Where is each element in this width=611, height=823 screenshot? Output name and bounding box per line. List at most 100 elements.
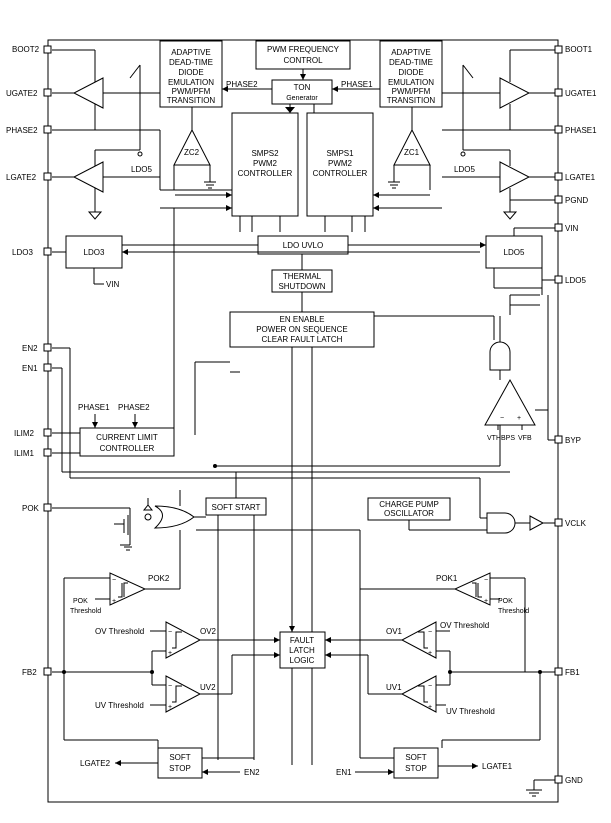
pin-label-boot2: BOOT2 bbox=[12, 45, 40, 54]
ldo5-label-left: LDO5 bbox=[131, 165, 152, 174]
pin-label-lgate2: LGATE2 bbox=[6, 173, 37, 182]
pok2-plus: + bbox=[112, 598, 116, 605]
adaptive-r-line6: TRANSITION bbox=[387, 96, 436, 105]
pin-lgate2 bbox=[43, 172, 52, 181]
soft-start-label: SOFT START bbox=[212, 503, 261, 512]
en-enable-line3: CLEAR FAULT LATCH bbox=[262, 335, 343, 344]
thermal-line1: THERMAL bbox=[283, 272, 322, 281]
phase2-input-label: PHASE2 bbox=[118, 403, 150, 412]
pin-label-ugate2: UGATE2 bbox=[6, 89, 38, 98]
pin-pok bbox=[43, 503, 52, 512]
smps1-line1: SMPS1 bbox=[326, 149, 354, 158]
adaptive-l-line6: TRANSITION bbox=[167, 96, 216, 105]
ov2-plus: + bbox=[168, 650, 172, 657]
smps2-line2: PWM2 bbox=[253, 159, 278, 168]
thermal-line2: SHUTDOWN bbox=[278, 282, 325, 291]
uv1-minus: − bbox=[428, 683, 432, 690]
uv1-label: UV1 bbox=[386, 683, 402, 692]
adaptive-r-line3: DIODE bbox=[398, 68, 423, 77]
softstop-l-line2: STOP bbox=[169, 764, 191, 773]
ldo5-block-label: LDO5 bbox=[504, 248, 525, 257]
adaptive-r-line2: DEAD-TIME bbox=[389, 58, 433, 67]
softstop-l-line1: SOFT bbox=[169, 753, 190, 762]
pin-label-lgate1: LGATE1 bbox=[565, 173, 596, 182]
pin-lgate1 bbox=[554, 172, 563, 181]
lgate2-out-label: LGATE2 bbox=[80, 759, 111, 768]
pin-byp bbox=[554, 435, 563, 444]
adaptive-l-line3: DIODE bbox=[178, 68, 203, 77]
zc1-comparator bbox=[393, 128, 431, 166]
pin-ugate2 bbox=[43, 88, 52, 97]
ugate1-driver bbox=[499, 77, 531, 109]
vin-label: VIN bbox=[106, 280, 120, 289]
en1-label: EN1 bbox=[336, 768, 352, 777]
fault-latch-logic-block bbox=[279, 631, 326, 669]
lgate2-driver bbox=[72, 161, 104, 193]
fault-line2: LATCH bbox=[289, 646, 315, 655]
adaptive-l-line1: ADAPTIVE bbox=[171, 48, 211, 57]
pin-fb1 bbox=[554, 667, 563, 676]
pin-label-byp: BYP bbox=[565, 436, 581, 445]
pok2-thr2: Threshold bbox=[70, 608, 101, 615]
ov1-minus: − bbox=[428, 629, 432, 636]
pin-label-ldo5: LDO5 bbox=[565, 276, 586, 285]
current-limit-controller-block bbox=[79, 427, 175, 457]
vfb-label: VFB bbox=[518, 435, 532, 442]
vthbps-label: VTHBPS bbox=[487, 435, 515, 442]
pok1-plus: + bbox=[484, 598, 488, 605]
cp-line2: OSCILLATOR bbox=[384, 509, 434, 518]
smps1-line2: PWM2 bbox=[328, 159, 353, 168]
en2-label: EN2 bbox=[244, 768, 260, 777]
soft-stop-block-right bbox=[393, 747, 439, 779]
ov2-comparator bbox=[165, 621, 202, 659]
pin-label-en1: EN1 bbox=[22, 364, 38, 373]
pwm-freq-line2: CONTROL bbox=[283, 56, 323, 65]
pin-label-pgnd: PGND bbox=[565, 196, 588, 205]
adaptive-r-line4: EMULATION bbox=[388, 78, 434, 87]
softstop-r-line1: SOFT bbox=[405, 753, 426, 762]
pin-boot2 bbox=[43, 45, 52, 54]
pin-label-ilim1: ILIM1 bbox=[14, 449, 35, 458]
pin-label-pok: POK bbox=[22, 504, 40, 513]
pin-ilim2 bbox=[43, 428, 52, 437]
pok2-label: POK2 bbox=[148, 574, 170, 583]
pin-pgnd bbox=[554, 195, 563, 204]
uv2-label: UV2 bbox=[200, 683, 216, 692]
pok2-thr1: POK bbox=[73, 598, 88, 605]
smps2-line3: CONTROLLER bbox=[238, 169, 293, 178]
ov1-label: OV1 bbox=[386, 627, 403, 636]
pin-label-vclk: VCLK bbox=[565, 519, 587, 528]
lgate1-driver bbox=[499, 161, 531, 193]
pin-ilim1 bbox=[43, 448, 52, 457]
zc2-comparator bbox=[173, 128, 211, 166]
pin-label-fb2: FB2 bbox=[22, 668, 37, 677]
uv-threshold-label-r: UV Threshold bbox=[446, 707, 495, 716]
pin-label-ugate1: UGATE1 bbox=[565, 89, 597, 98]
chip-boundary bbox=[47, 39, 559, 803]
pin-ldo5 bbox=[554, 275, 563, 284]
phase1-input-label: PHASE1 bbox=[78, 403, 110, 412]
pin-en1 bbox=[43, 363, 52, 372]
pok1-thr2: Threshold bbox=[498, 608, 529, 615]
adaptive-l-line5: PWM/PFM bbox=[172, 87, 211, 96]
cp-line1: CHARGE PUMP bbox=[379, 500, 439, 509]
ldo3-block bbox=[65, 235, 123, 269]
lgate1-out-label: LGATE1 bbox=[482, 762, 513, 771]
pin-ldo3 bbox=[43, 247, 52, 256]
uv2-minus: − bbox=[168, 683, 172, 690]
pin-label-phase2: PHASE2 bbox=[6, 126, 38, 135]
pin-gnd bbox=[554, 775, 563, 784]
smps2-controller-block bbox=[231, 112, 299, 217]
ov2-minus: − bbox=[168, 629, 172, 636]
pin-label-ldo3: LDO3 bbox=[12, 248, 33, 257]
climit-line1: CURRENT LIMIT bbox=[96, 433, 158, 442]
adaptive-l-line4: EMULATION bbox=[168, 78, 214, 87]
uv1-plus: + bbox=[428, 704, 432, 711]
ov1-plus: + bbox=[428, 650, 432, 657]
zc1-label: ZC1 bbox=[404, 148, 420, 157]
pin-phase2 bbox=[43, 125, 52, 134]
pin-ugate1 bbox=[554, 88, 563, 97]
pin-label-gnd: GND bbox=[565, 776, 583, 785]
ton-generator-block bbox=[271, 79, 333, 105]
